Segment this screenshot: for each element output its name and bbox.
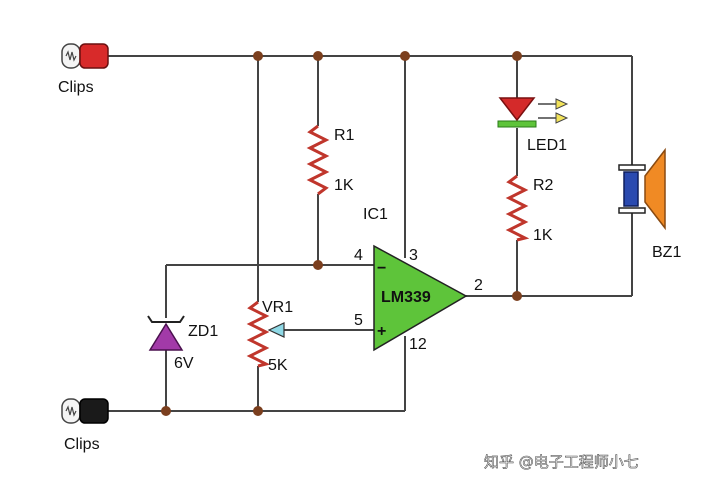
opamp-ic1: LM339 − + IC1 3 4 5 2 12 — [354, 206, 483, 353]
r1-value: 1K — [334, 177, 354, 194]
junction-dot — [313, 260, 323, 270]
opamp-plus-sign: + — [377, 323, 386, 340]
junction-dot — [253, 51, 263, 61]
junction-dot — [313, 51, 323, 61]
clip-top-spring-icon — [65, 50, 77, 62]
zener-cathode-bar — [147, 315, 185, 323]
junction-dot — [512, 51, 522, 61]
vr1-wiper-arrow-icon — [267, 322, 285, 338]
resistor-r1: R1 1K — [306, 124, 355, 196]
pin-3-label: 3 — [409, 247, 418, 264]
junction-dot — [512, 291, 522, 301]
zener-zd1: ZD1 6V — [147, 315, 218, 372]
wires — [108, 55, 633, 412]
led-name: LED1 — [527, 137, 567, 154]
clip-bottom-black-body — [79, 398, 109, 424]
pin-5-label: 5 — [354, 312, 363, 329]
vr-value: 5K — [268, 357, 288, 374]
junction-dot — [161, 406, 171, 416]
r1-zigzag — [306, 124, 330, 196]
r1-name: R1 — [334, 127, 355, 144]
r2-zigzag — [505, 174, 530, 242]
led-cathode-bar — [497, 120, 537, 128]
pin-2-label: 2 — [474, 277, 483, 294]
clip-bottom-spring-icon — [65, 405, 77, 417]
opamp-minus-sign: − — [377, 260, 386, 277]
buzzer-bz1: BZ1 — [618, 147, 681, 261]
zener-triangle — [148, 322, 184, 351]
opamp-triangle — [373, 244, 468, 352]
vr1-zigzag — [246, 300, 271, 368]
pin-12-label: 12 — [409, 336, 427, 353]
vr-name: VR1 — [262, 299, 293, 316]
speaker-cone-icon — [644, 147, 666, 231]
buzzer-body — [623, 171, 639, 207]
junction-dot — [253, 406, 263, 416]
buzzer-bottom-plate — [618, 207, 646, 214]
opamp-part-label: LM339 — [381, 289, 431, 306]
buzzer-top-plate — [618, 164, 646, 171]
clips-bottom-label: Clips — [64, 436, 100, 453]
zd-name: ZD1 — [188, 323, 218, 340]
potentiometer-vr1: VR1 5K — [246, 299, 293, 374]
ic-name: IC1 — [363, 206, 388, 223]
clip-top-red-body — [79, 43, 109, 69]
r2-name: R2 — [533, 177, 554, 194]
r2-value: 1K — [533, 227, 553, 244]
clip-bottom: Clips — [61, 398, 109, 453]
junction-dot — [400, 51, 410, 61]
led1: LED1 — [497, 97, 569, 154]
clips-top-label: Clips — [58, 79, 94, 96]
pin-4-label: 4 — [354, 247, 363, 264]
watermark: 知乎 @电子工程师小七 — [484, 453, 639, 471]
junctions — [161, 51, 522, 416]
clip-top: Clips — [58, 43, 109, 96]
led-triangle — [498, 97, 536, 122]
zd-value: 6V — [174, 355, 194, 372]
resistor-r2: R2 1K — [505, 174, 554, 244]
led-light-arrows-icon — [538, 98, 569, 124]
bz-name: BZ1 — [652, 244, 681, 261]
